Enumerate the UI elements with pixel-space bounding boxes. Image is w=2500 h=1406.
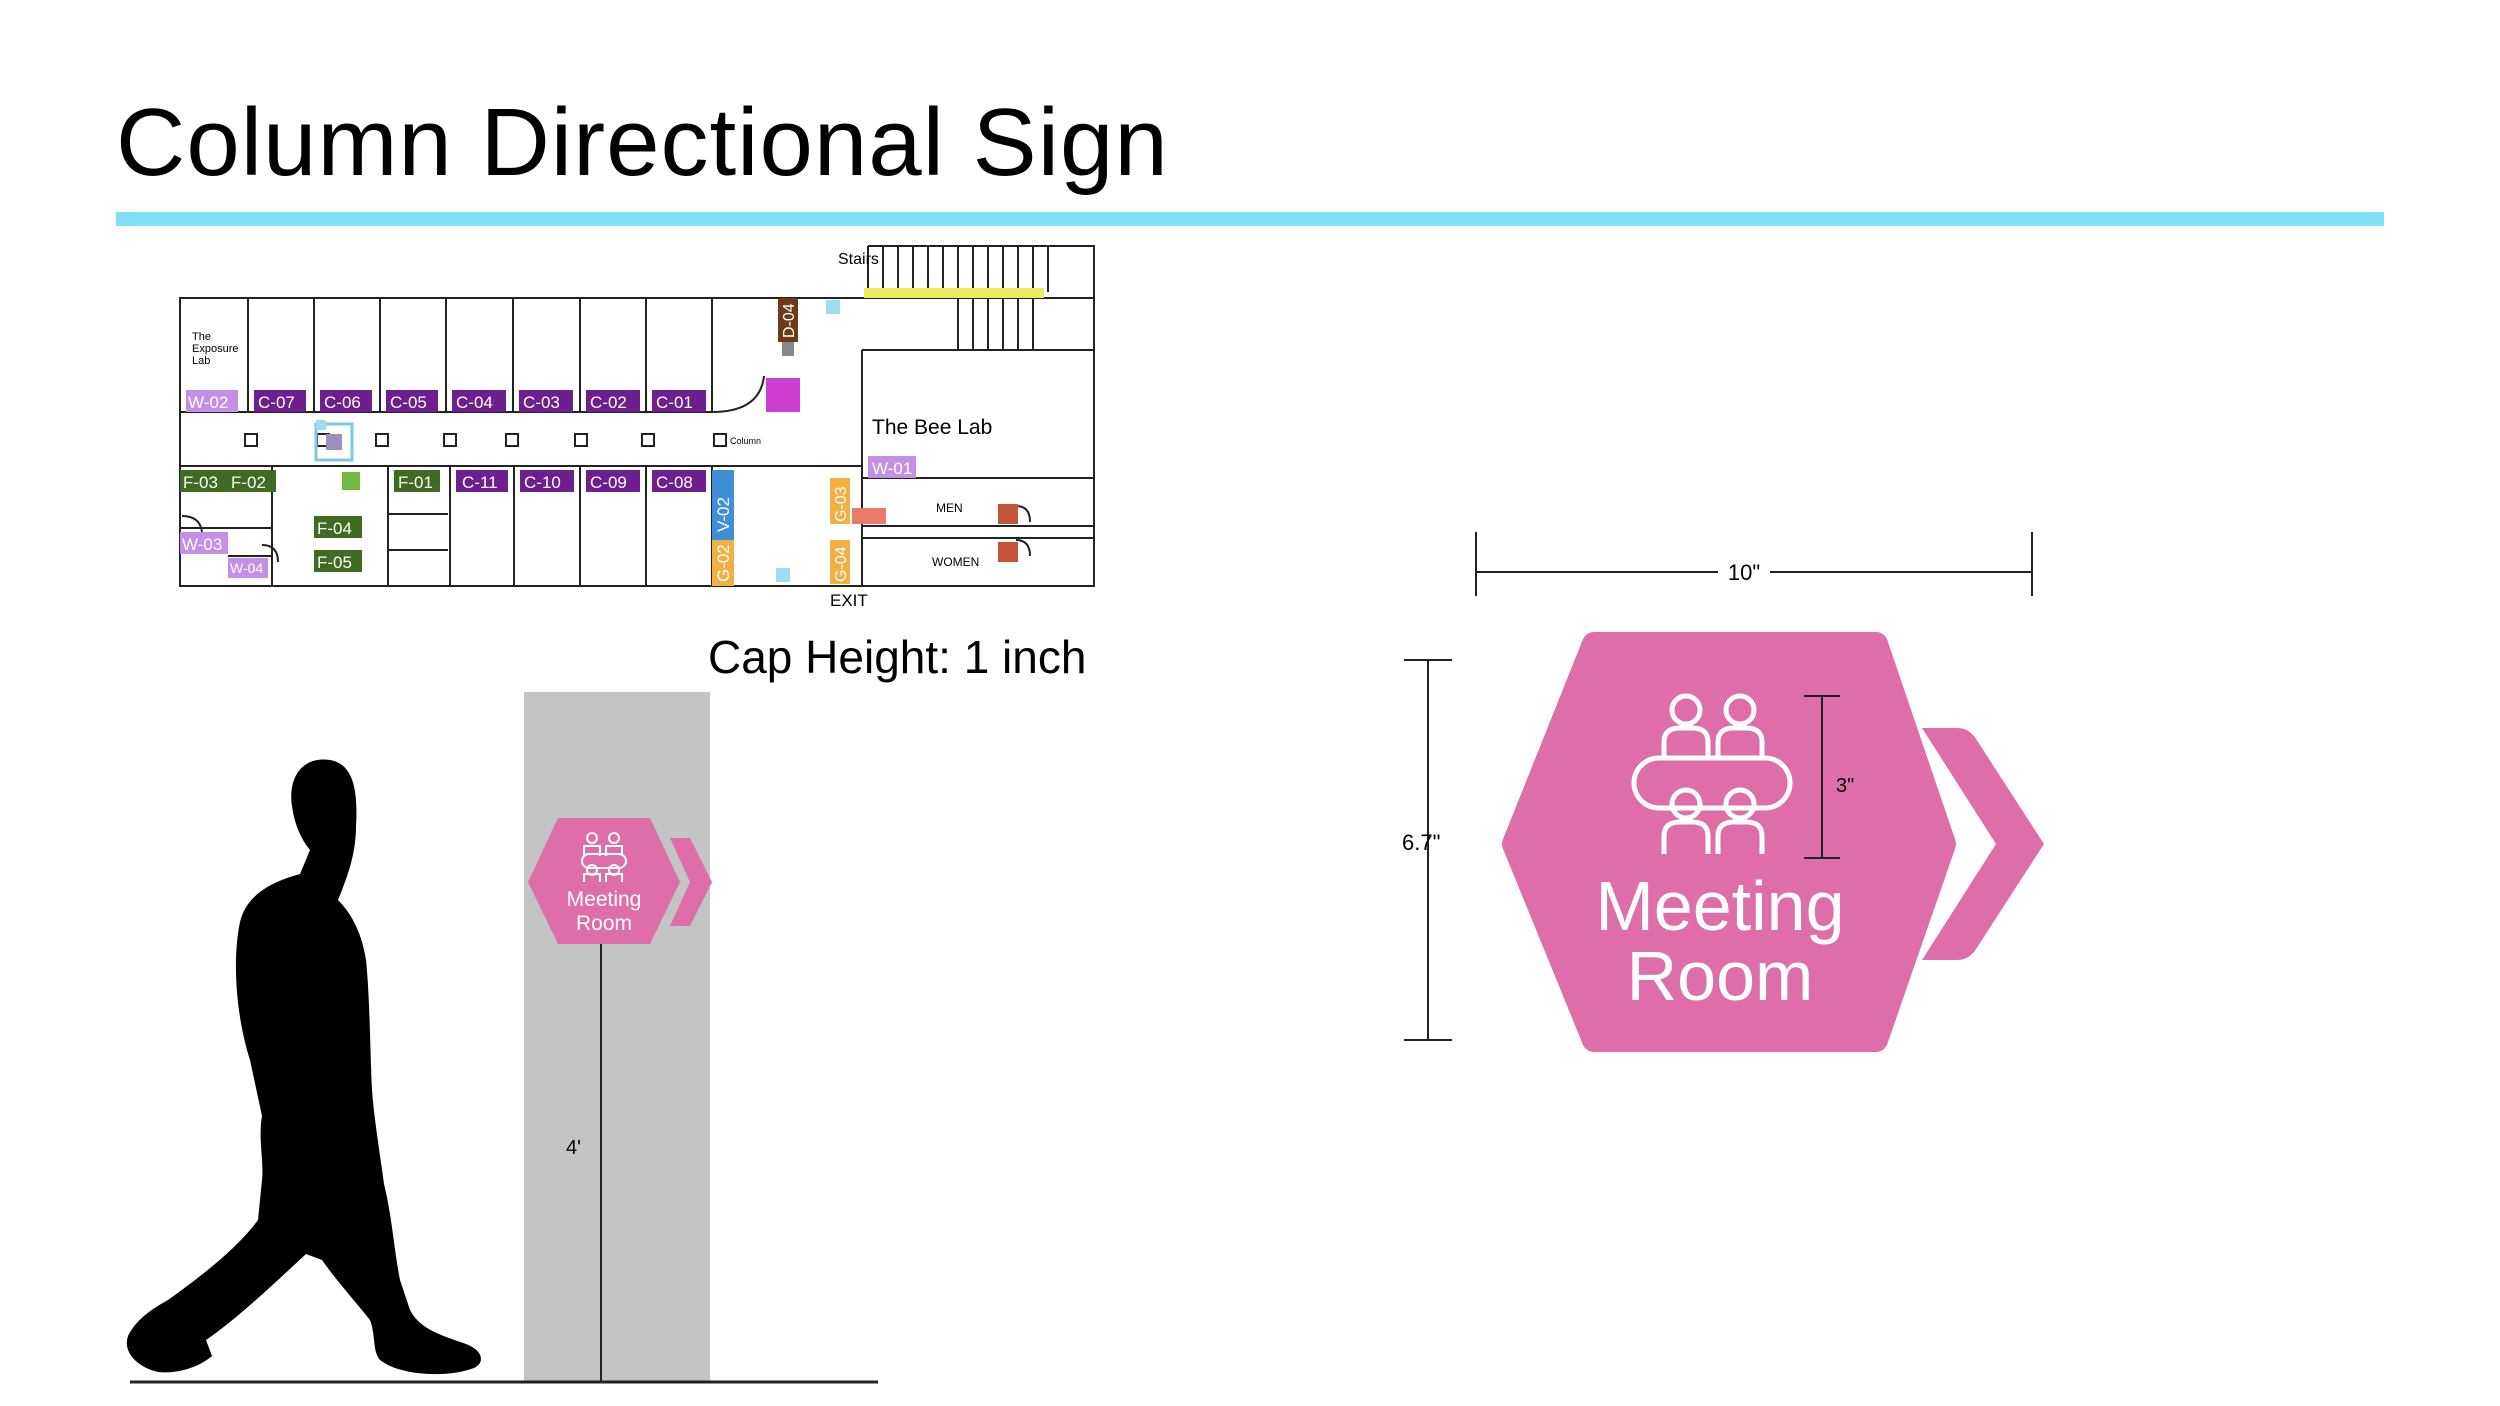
room-label: G-04: [833, 546, 850, 582]
elevation-view: 4' Meeting Room: [126, 692, 878, 1384]
selected-column-highlight: [314, 422, 354, 462]
room-label: C-05: [390, 393, 427, 412]
small-sign-arrow-icon: [670, 838, 712, 926]
room-label: W-03: [182, 535, 222, 554]
width-label: 10": [1728, 560, 1760, 585]
room-label: C-02: [590, 393, 627, 412]
height-label: 4': [566, 1137, 581, 1159]
room-label-g03: [830, 478, 850, 524]
small-sign-line2: Room: [576, 912, 632, 935]
room-label: F-05: [317, 553, 352, 572]
marker-square: [782, 342, 794, 356]
room-label: C-04: [456, 393, 493, 412]
room-label: C-07: [258, 393, 295, 412]
small-sign-line1: Meeting: [567, 888, 642, 911]
cap-height-label: Cap Height: 1 inch: [708, 631, 1087, 683]
exposure-lab-line3: Lab: [192, 355, 210, 367]
selected-column: [326, 434, 342, 450]
room-label: C-08: [656, 473, 693, 492]
room-label: C-09: [590, 473, 627, 492]
room-label: C-03: [523, 393, 560, 412]
room-label: W-02: [188, 393, 228, 412]
room-label: D-04: [781, 303, 798, 338]
small-meeting-icon: [581, 832, 627, 882]
magenta-marker: [766, 378, 800, 412]
exposure-lab-line2: Exposure: [192, 343, 238, 355]
stairs-landing: [864, 288, 1044, 298]
small-sign-hexagon: [528, 818, 680, 944]
room-label: F-01: [398, 473, 433, 492]
large-sign-line2: Room: [1627, 937, 1814, 1015]
marker-square: [998, 504, 1018, 524]
large-sign-arrow-icon: [1922, 728, 2044, 960]
icon-height-label: 3": [1836, 775, 1854, 797]
height-label: 6.7": [1402, 830, 1440, 855]
room-label: C-01: [656, 393, 693, 412]
room-label: F-03: [183, 473, 218, 492]
marker-square: [316, 420, 326, 430]
stairs-label: Stairs: [838, 251, 879, 268]
large-sign-hexagon: [1502, 632, 1956, 1052]
room-label: G-02: [714, 544, 733, 582]
person-silhouette-icon: [126, 759, 481, 1375]
men-label: MEN: [936, 501, 963, 515]
room-label: G-03: [833, 486, 850, 522]
room-label: C-11: [462, 473, 498, 492]
marker-square: [852, 508, 886, 524]
bee-lab-label: The Bee Lab: [872, 416, 992, 439]
large-meeting-icon: [1631, 693, 1793, 854]
page-title: Column Directional Sign: [116, 89, 1169, 196]
column-label: Column: [730, 436, 761, 446]
floor-outline: [179, 297, 1095, 587]
room-label: F-02: [231, 473, 266, 492]
marker-square: [998, 542, 1018, 562]
large-sign-diagram: 10" 6.7" 3" Meeting Room: [1402, 532, 2044, 1052]
women-label: WOMEN: [932, 555, 979, 569]
room-label: W-04: [230, 560, 263, 576]
room-label: W-01: [872, 459, 912, 478]
room-label-w01: [868, 456, 916, 478]
room-label-g02: [712, 540, 734, 586]
marker-square: [776, 568, 790, 582]
room-label-g04: [830, 540, 850, 584]
room-label-d04: [778, 298, 798, 342]
room-label-v02: [712, 470, 734, 540]
room-label: C-10: [524, 473, 561, 492]
marker-square: [826, 300, 840, 314]
room-label: F-04: [317, 519, 352, 538]
large-sign-line1: Meeting: [1595, 867, 1844, 945]
floor-plan: Stairs: [179, 245, 1095, 610]
column-pole: [524, 692, 710, 1382]
room-label: C-06: [324, 393, 361, 412]
exposure-lab-line1: The: [192, 331, 211, 343]
room-label: V-02: [714, 497, 733, 532]
exit-label: EXIT: [830, 591, 868, 610]
marker-square: [342, 472, 360, 490]
title-underline: [116, 212, 2384, 226]
